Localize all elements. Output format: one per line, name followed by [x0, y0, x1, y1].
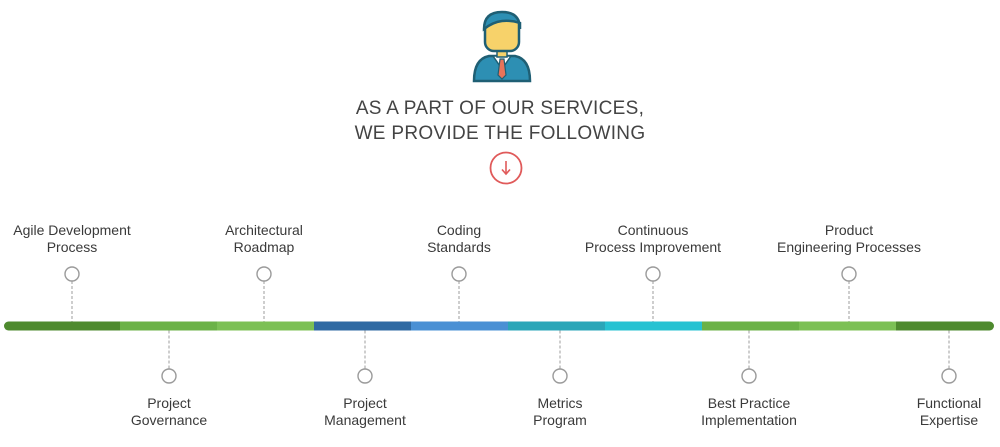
label-line: Governance: [130, 412, 208, 428]
label-line: Process: [46, 239, 98, 255]
milestone-marker: [256, 266, 272, 282]
timeline-segment: [120, 321, 217, 331]
milestone-marker: [451, 266, 467, 282]
label-line: Functional: [916, 395, 982, 411]
label-line: Best Practice: [707, 395, 791, 411]
timeline-segment: [605, 321, 702, 331]
timeline-segment: [411, 321, 508, 331]
milestone-marker: [645, 266, 661, 282]
timeline-segment: [8, 321, 120, 331]
label-line: Continuous: [617, 222, 689, 238]
label-line: Implementation: [701, 412, 797, 428]
timeline-segment: [702, 321, 799, 331]
heading-line-1: AS A PART OF OUR SERVICES,: [355, 98, 645, 119]
timeline-segment: [799, 321, 896, 331]
timeline-segment: [508, 321, 605, 331]
label-line: Program: [533, 412, 587, 428]
milestone-marker: [64, 266, 80, 282]
timeline-segment: [217, 321, 314, 331]
label-line: Agile Development: [13, 222, 131, 238]
arrow-down-icon[interactable]: [489, 151, 523, 185]
milestone-marker: [161, 368, 177, 384]
label-line: Expertise: [919, 412, 979, 428]
label-line: Management: [324, 412, 406, 428]
label-line: Project: [147, 395, 191, 411]
milestone-marker: [741, 368, 757, 384]
milestone-marker: [941, 368, 957, 384]
label-line: Roadmap: [233, 239, 295, 255]
milestone-marker: [357, 368, 373, 384]
label-line: Architectural: [225, 222, 303, 238]
user-icon: [472, 10, 532, 83]
label-line: Engineering Processes: [777, 239, 921, 255]
label-line: Project: [343, 395, 387, 411]
milestone-marker: [841, 266, 857, 282]
timeline-segment: [314, 321, 411, 331]
label-line: Process Improvement: [584, 239, 722, 255]
label-line: Metrics: [537, 395, 583, 411]
milestone-marker: [552, 368, 568, 384]
timeline-segment: [896, 321, 990, 331]
label-line: Coding: [436, 222, 482, 238]
label-line: Standards: [427, 239, 491, 255]
heading-line-2: WE PROVIDE THE FOLLOWING: [354, 123, 646, 144]
label-line: Product: [824, 222, 874, 238]
